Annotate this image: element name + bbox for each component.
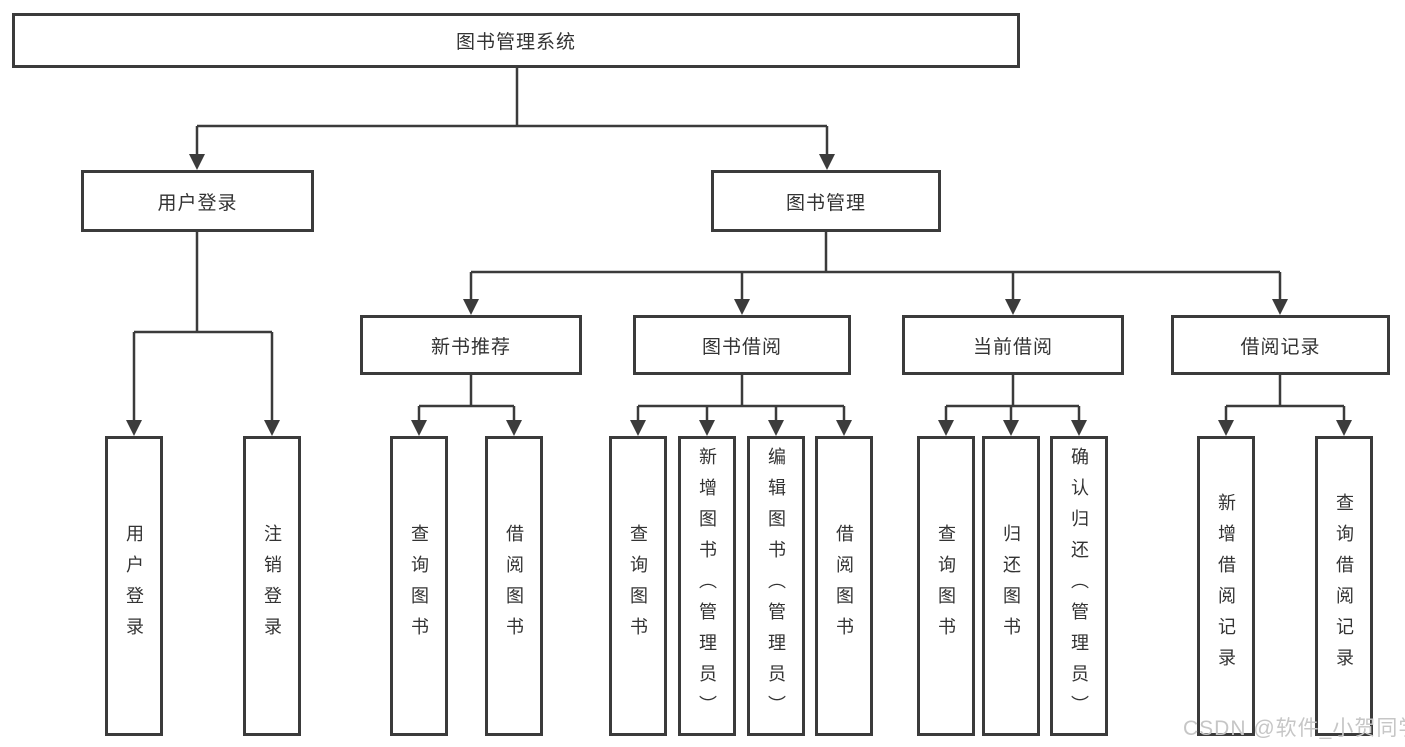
leaf-label: 编辑图书（管理员） [766, 446, 786, 726]
node-label: 借阅记录 [1240, 336, 1321, 358]
leaf-label: 新增借阅记录 [1216, 493, 1236, 679]
node-library-management-system: 图书管理系统 [12, 13, 1020, 68]
csdn-watermark: CSDN @软件_小贺同学 [1183, 717, 1405, 740]
node-book-borrowing: 图书借阅 [633, 315, 851, 375]
node-label: 当前借阅 [972, 336, 1053, 358]
node-book-management: 图书管理 [711, 170, 941, 232]
leaf-query-books-borrowing: 查询图书 [609, 436, 667, 736]
leaf-label: 查询图书 [628, 524, 648, 648]
leaf-query-borrow-record: 查询借阅记录 [1315, 436, 1373, 736]
node-current-borrowing: 当前借阅 [902, 315, 1124, 375]
node-label: 新书推荐 [430, 336, 511, 358]
node-label: 图书管理系统 [455, 32, 576, 53]
leaf-label: 归还图书 [1001, 524, 1021, 648]
leaf-borrow-books-recommendation: 借阅图书 [485, 436, 543, 736]
node-label: 图书借阅 [701, 336, 782, 358]
node-user-login: 用户登录 [81, 170, 314, 232]
leaf-query-books-current: 查询图书 [917, 436, 975, 736]
leaf-label: 借阅图书 [504, 524, 524, 648]
node-label: 用户登录 [157, 192, 238, 214]
leaf-confirm-return-admin: 确认归还（管理员） [1050, 436, 1108, 736]
node-borrowing-records: 借阅记录 [1171, 315, 1390, 375]
leaf-add-books-admin: 新增图书（管理员） [678, 436, 736, 736]
leaf-label: 注销登录 [262, 524, 282, 648]
node-label: 图书管理 [785, 192, 866, 214]
leaf-label: 新增图书（管理员） [697, 446, 717, 726]
leaf-return-books: 归还图书 [982, 436, 1040, 736]
leaf-user-login: 用户登录 [105, 436, 163, 736]
leaf-label: 用户登录 [124, 524, 144, 648]
leaf-edit-books-admin: 编辑图书（管理员） [747, 436, 805, 736]
leaf-add-borrow-record: 新增借阅记录 [1197, 436, 1255, 736]
leaf-label: 查询借阅记录 [1334, 493, 1354, 679]
leaf-borrow-books: 借阅图书 [815, 436, 873, 736]
leaf-logout: 注销登录 [243, 436, 301, 736]
leaf-label: 查询图书 [409, 524, 429, 648]
leaf-label: 借阅图书 [834, 524, 854, 648]
leaf-label: 查询图书 [936, 524, 956, 648]
leaf-query-books-recommendation: 查询图书 [390, 436, 448, 736]
node-new-book-recommendation: 新书推荐 [360, 315, 582, 375]
leaf-label: 确认归还（管理员） [1069, 446, 1089, 726]
